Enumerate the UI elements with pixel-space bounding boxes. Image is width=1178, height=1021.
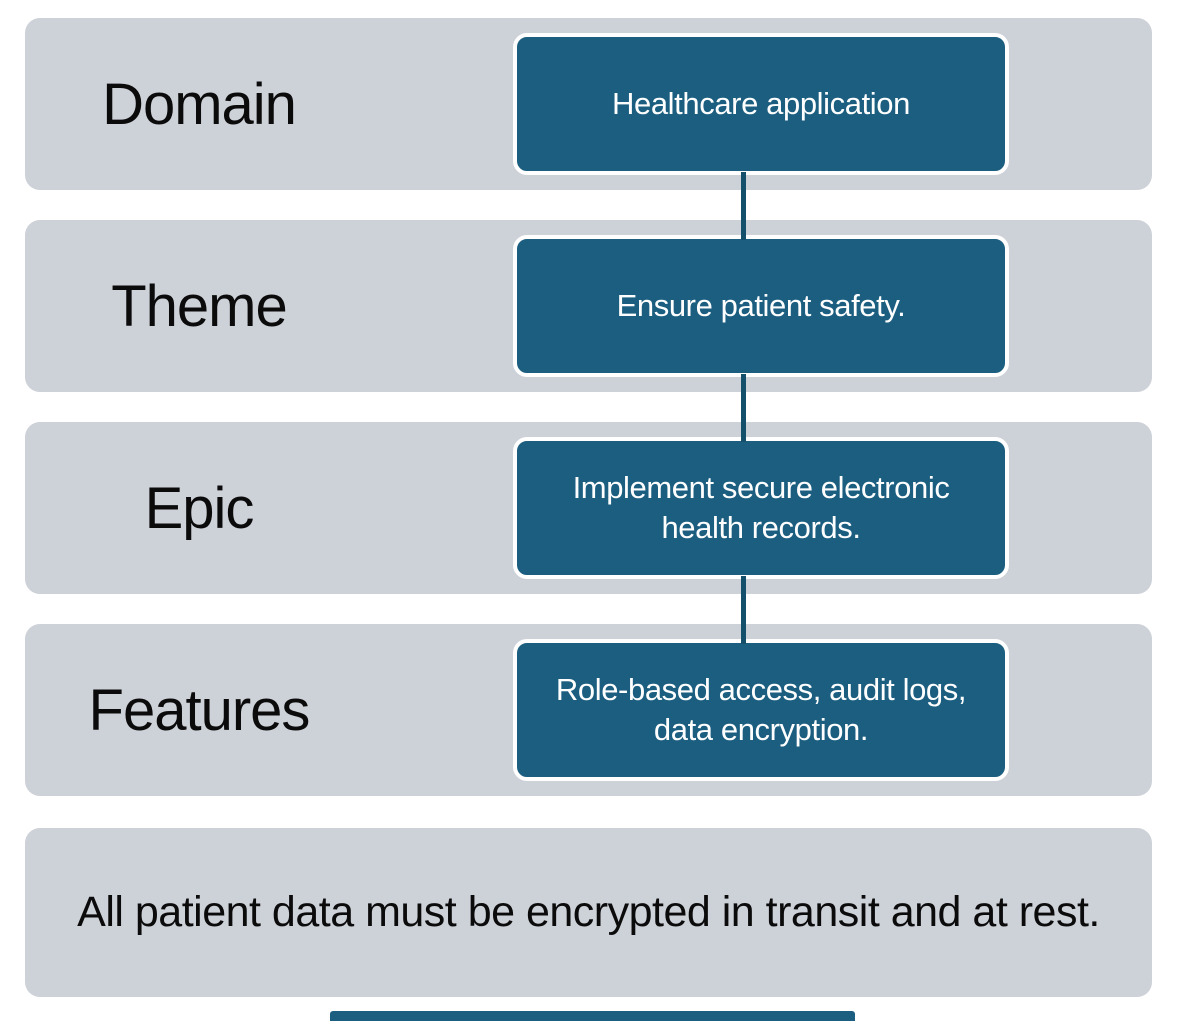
theme-value-box: Ensure patient safety.: [513, 235, 1009, 377]
features-label: Features: [88, 677, 311, 743]
row-domain: Domain Healthcare application: [25, 18, 1152, 190]
epic-value-box: Implement secure electronic health recor…: [513, 437, 1009, 579]
connector-epic-features: [741, 576, 746, 644]
connector-domain-theme: [741, 172, 746, 240]
row-theme: Theme Ensure patient safety.: [25, 220, 1152, 392]
row-features: Features Role-based access, audit logs, …: [25, 624, 1152, 796]
features-value-box: Role-based access, audit logs, data encr…: [513, 639, 1009, 781]
domain-value-box: Healthcare application: [513, 33, 1009, 175]
epic-label: Epic: [144, 475, 255, 541]
domain-label: Domain: [102, 71, 297, 137]
clipped-next-shape-bar: [330, 1011, 855, 1021]
features-value-text: Role-based access, audit logs, data encr…: [555, 672, 967, 747]
theme-value-text: Ensure patient safety.: [616, 288, 906, 324]
epic-value-text: Implement secure electronic health recor…: [572, 470, 950, 545]
note-text: All patient data must be encrypted in tr…: [77, 888, 1100, 937]
note-row: All patient data must be encrypted in tr…: [25, 828, 1152, 997]
domain-value-text: Healthcare application: [612, 86, 910, 122]
theme-label: Theme: [111, 273, 288, 339]
row-epic: Epic Implement secure electronic health …: [25, 422, 1152, 594]
connector-theme-epic: [741, 374, 746, 442]
